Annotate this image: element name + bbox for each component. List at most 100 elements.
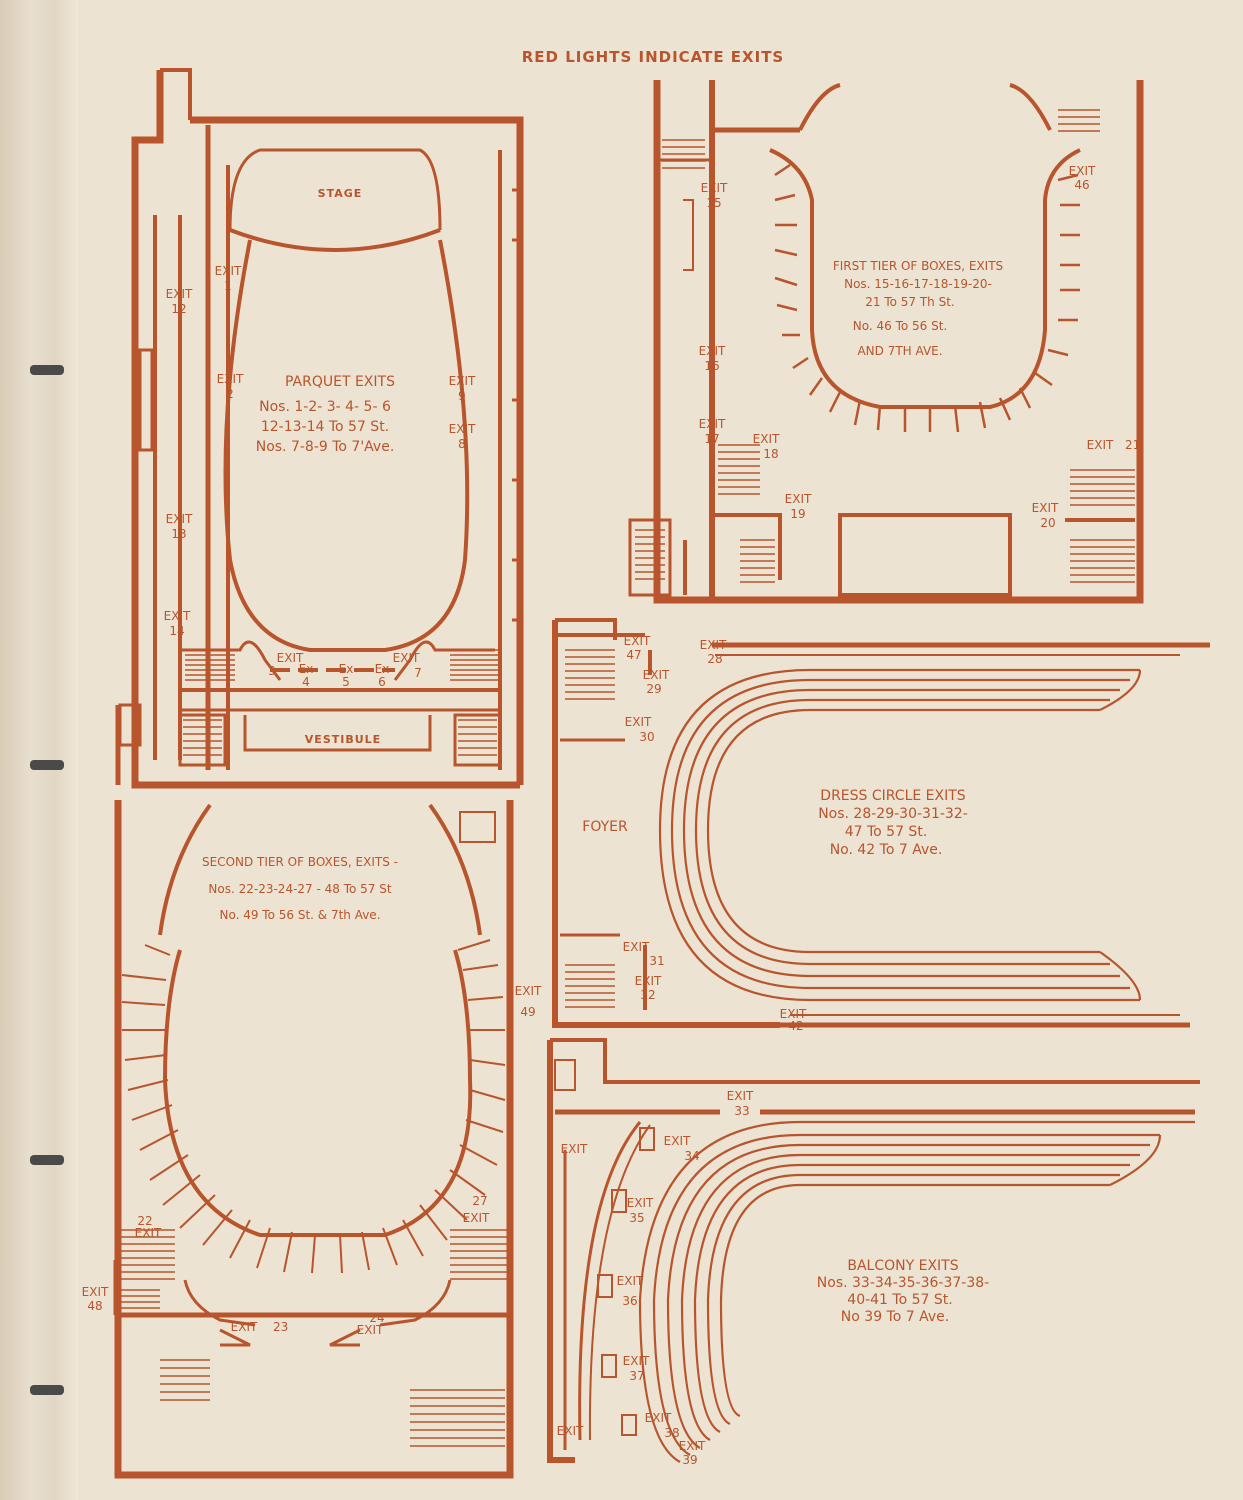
exit-number: 36 (622, 1294, 637, 1308)
exit-number: 4 (302, 675, 310, 689)
dress-circle-stairs (565, 649, 615, 1008)
exit-number: 20 (1040, 516, 1055, 530)
exit-label: EXIT (164, 609, 191, 623)
exit-number: 29 (646, 682, 661, 696)
balcony-aisles (563, 1120, 1195, 1463)
caption-line: 40-41 To 57 St. (847, 1292, 952, 1308)
caption-line: Nos. 15-16-17-18-19-20- (844, 277, 992, 291)
balcony-caption: BALCONY EXITS Nos. 33-34-35-36-37-38- 40… (817, 1258, 989, 1325)
second-tier-exit-labels: 22 EXIT EXIT 23 24 EXIT 27 EXIT EXIT 48 … (82, 984, 542, 1337)
exit-number: 33 (734, 1104, 749, 1118)
exit-number: 27 (472, 1194, 487, 1208)
caption-line: FIRST TIER OF BOXES, EXITS (833, 259, 1003, 273)
exit-number: 18 (763, 447, 778, 461)
first-tier-stairs (635, 109, 1135, 583)
exit-number: 7 (414, 666, 422, 680)
caption-line: AND 7TH AVE. (857, 344, 942, 358)
exit-label: EXIT (679, 1439, 706, 1453)
caption-line: No. 49 To 56 St. & 7th Ave. (219, 908, 380, 922)
vestibule-label: VESTIBULE (305, 733, 381, 746)
exit-label: EXIT (463, 1211, 490, 1225)
binding-ring (30, 1155, 64, 1165)
parquet-caption: PARQUET EXITS Nos. 1-2- 3- 4- 5- 6 12-13… (256, 374, 395, 455)
exit-label: EXIT (623, 940, 650, 954)
exit-number: 49 (520, 1005, 535, 1019)
caption-line: 21 To 57 Th St. (865, 295, 955, 309)
exit-number: 9 (458, 389, 466, 403)
exit-label: EXIT (1087, 438, 1114, 452)
balcony-exit-labels: EXIT 33 EXIT 34 EXIT 35 EXIT 36 EXIT 37 … (557, 1089, 754, 1467)
exit-label: EXIT (753, 432, 780, 446)
exit-label: Ex (299, 662, 314, 676)
exit-label: EXIT (277, 651, 304, 665)
dress-circle-aisles (658, 654, 1180, 1016)
caption-line: BALCONY EXITS (847, 1258, 958, 1274)
exit-number: 17 (704, 432, 719, 446)
first-tier-caption: FIRST TIER OF BOXES, EXITS Nos. 15-16-17… (833, 259, 1003, 358)
exit-number: 38 (664, 1426, 679, 1440)
exit-label: EXIT (627, 1196, 654, 1210)
exit-number: 14 (169, 624, 184, 638)
exit-number: 24 (369, 1311, 384, 1325)
exit-label: EXIT (231, 1320, 258, 1334)
caption-line: Nos. 7-8-9 To 7'Ave. (256, 439, 395, 455)
exit-label: EXIT (135, 1226, 162, 1240)
caption-line: No 39 To 7 Ave. (841, 1309, 949, 1325)
exit-number: 2 (226, 387, 234, 401)
exit-label: EXIT (561, 1142, 588, 1156)
exit-number: 28 (707, 652, 722, 666)
dress-circle-exit-labels: EXIT 47 EXIT 28 EXIT 29 EXIT 30 EXIT 31 … (623, 634, 807, 1033)
balcony-box-markers (597, 1127, 655, 1436)
exit-label: EXIT (645, 1411, 672, 1425)
stage-label: STAGE (318, 187, 363, 200)
second-tier-stairs (118, 1229, 508, 1447)
exit-number: 21 (1125, 438, 1140, 452)
exit-label: EXIT (785, 492, 812, 506)
exit-label: EXIT (357, 1323, 384, 1337)
exit-label: Ex (339, 662, 354, 676)
caption-line: No. 46 To 56 St. (853, 319, 948, 333)
page-heading: RED LIGHTS INDICATE EXITS (522, 48, 784, 66)
exit-number: 46 (1074, 178, 1089, 192)
exit-number: 1 (224, 279, 232, 293)
second-tier-boxes (121, 939, 506, 1274)
balcony-plan (547, 1038, 1200, 1463)
exit-number: 35 (629, 1211, 644, 1225)
first-tier-plan (628, 80, 1144, 604)
first-tier-boxes (774, 163, 1080, 433)
caption-line: Nos. 1-2- 3- 4- 5- 6 (259, 399, 391, 415)
exit-label: EXIT (780, 1007, 807, 1021)
exit-number: 5 (342, 675, 350, 689)
parquet-plan (115, 68, 524, 789)
exit-number: 37 (629, 1369, 644, 1383)
exit-number: 32 (640, 988, 655, 1002)
binding-ring (30, 365, 64, 375)
caption-line: SECOND TIER OF BOXES, EXITS - (202, 855, 398, 869)
exit-number: 12 (171, 302, 186, 316)
exit-number: 13 (171, 527, 186, 541)
exit-number: 23 (273, 1320, 288, 1334)
exit-label: EXIT (215, 264, 242, 278)
dress-circle-plan (552, 618, 1210, 1028)
exit-label: EXIT (393, 651, 420, 665)
foyer-label: FOYER (582, 819, 628, 835)
exit-label: EXIT (449, 422, 476, 436)
exit-label: EXIT (700, 638, 727, 652)
exit-label: EXIT (166, 287, 193, 301)
exit-number: 48 (87, 1299, 102, 1313)
page-binding-edge (0, 0, 78, 1500)
exit-label: EXIT (701, 181, 728, 195)
exit-label: EXIT (699, 417, 726, 431)
parquet-stairs (183, 649, 498, 756)
exit-number: 6 (378, 675, 386, 689)
exit-label: EXIT (217, 372, 244, 386)
caption-line: Nos. 33-34-35-36-37-38- (817, 1275, 989, 1291)
exit-label: EXIT (449, 374, 476, 388)
exit-label: EXIT (623, 1354, 650, 1368)
exit-label: EXIT (166, 512, 193, 526)
caption-line: Nos. 28-29-30-31-32- (818, 806, 968, 822)
parquet-exit-labels: EXIT 1 EXIT 2 EXIT 3 Ex 4 Ex 5 Ex 6 EXIT… (164, 264, 476, 689)
exit-number: 39 (682, 1453, 697, 1467)
second-tier-plan (113, 800, 514, 1479)
